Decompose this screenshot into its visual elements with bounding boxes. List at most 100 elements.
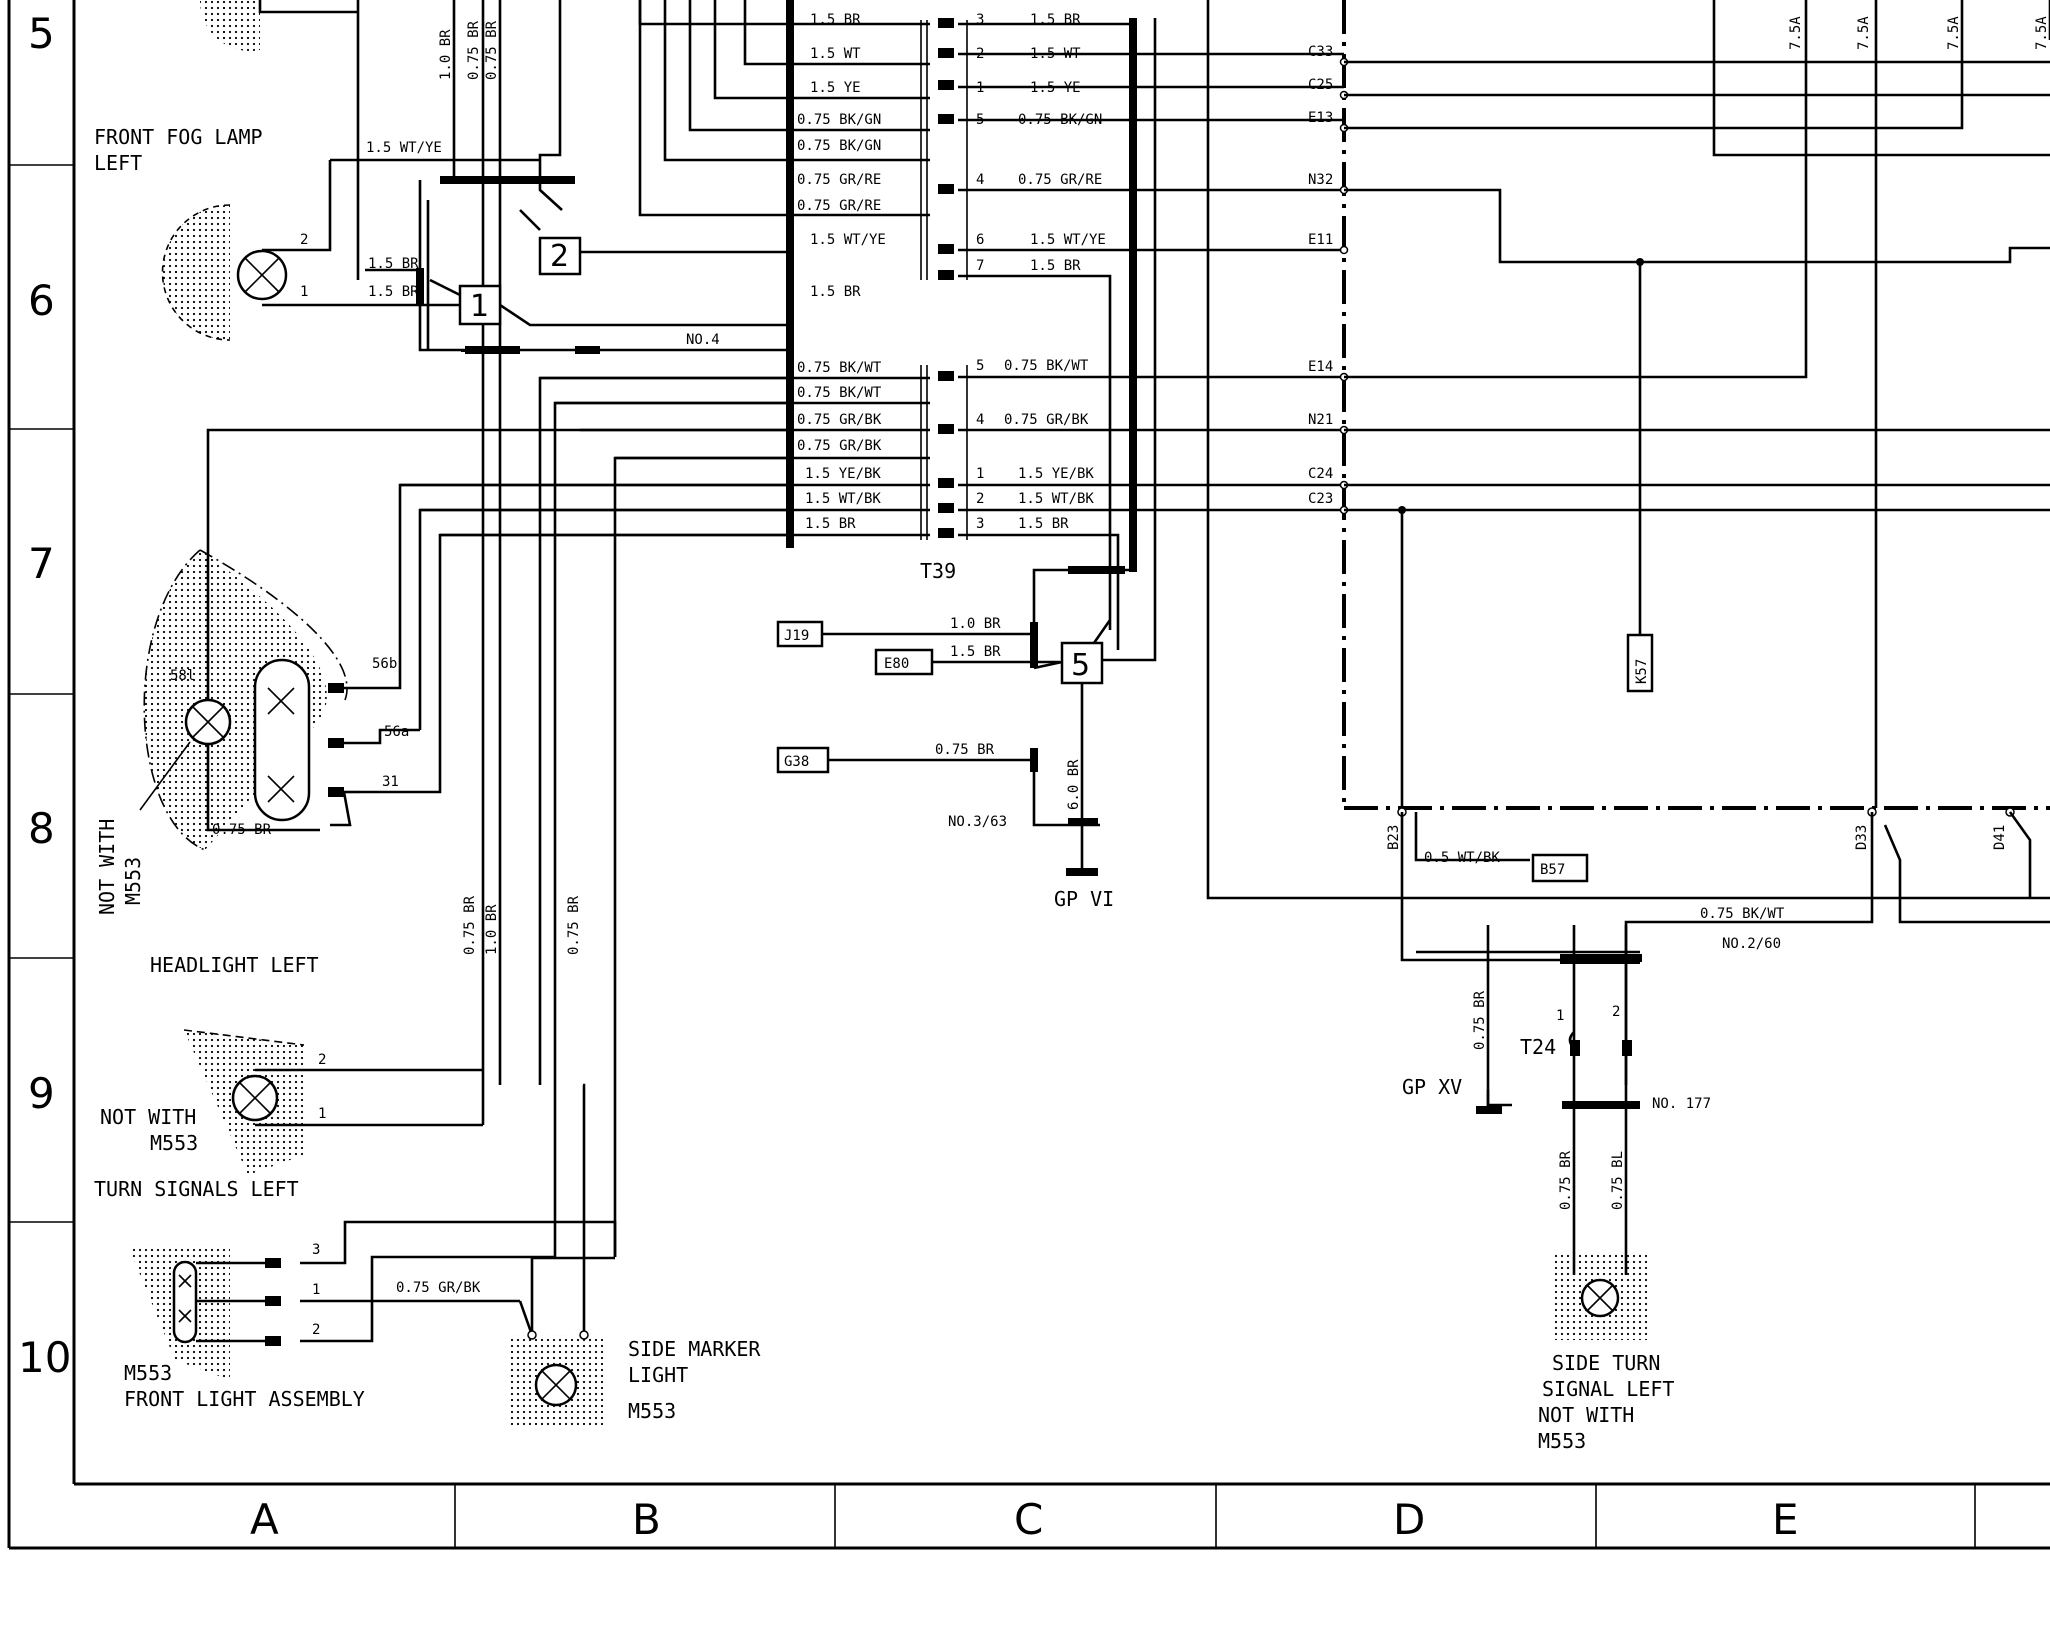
headlight-feed-wires — [206, 350, 790, 1257]
pin-number: 2 — [1612, 1004, 1620, 1020]
ground-label: NO. 177 — [1652, 1096, 1711, 1112]
assembly-line: FRONT LIGHT ASSEMBLY — [124, 1387, 365, 1411]
row-labels: 5 6 7 8 9 10 — [18, 9, 71, 1382]
splices-1-2: 2 1 NO.4 1.5 BR 1.5 BR — [262, 180, 790, 352]
pin-number: 1 — [312, 1282, 320, 1298]
wire-label: 1.5 BR — [368, 284, 419, 300]
terminal-label: E14 — [1308, 359, 1333, 375]
side-marker-line: SIDE MARKER — [628, 1337, 761, 1361]
headlight-note-line: NOT WITH — [95, 819, 119, 915]
wire-label: 0.75 BR — [466, 20, 482, 80]
pin-number: 2 — [976, 491, 984, 507]
wire-label: 0.75 BR — [566, 895, 582, 955]
wire-label: 0.75 GR/BK — [1004, 412, 1089, 428]
pin-number: 3 — [312, 1242, 320, 1258]
wire-label: 1.5 WT/YE — [810, 232, 886, 248]
pin-label: 56b — [372, 656, 397, 672]
connector-t24: T24 1 2 NO. 177 0.75 BR GP XV 0.75 BR 0.… — [1402, 925, 1711, 1275]
t24-label: T24 — [1520, 1035, 1556, 1059]
splice-1-label: 1 — [470, 289, 489, 324]
side-turn-line: NOT WITH — [1538, 1403, 1634, 1427]
wire-label: 1.5 WT/BK — [1018, 491, 1094, 507]
pin-number: 4 — [976, 412, 984, 428]
terminal-label: C25 — [1308, 77, 1333, 93]
wire-label: 1.5 WT — [810, 46, 861, 62]
control-unit-internal-wiring — [1206, 0, 2050, 900]
splice-2-label: 2 — [550, 239, 569, 274]
wire-label: 1.5 WT/YE — [1030, 232, 1106, 248]
wire-label: 0.5 WT/BK — [1424, 850, 1500, 866]
ground-label: NO.3/63 — [948, 814, 1007, 830]
fuse-label: 7.5A — [1946, 16, 1962, 50]
column-label: C — [1014, 1495, 1043, 1544]
wire-label: 1.5 BR — [1030, 12, 1081, 28]
wire-label: 0.75 GR/RE — [797, 198, 881, 214]
wire-label: 1.5 BR — [1030, 258, 1081, 274]
wire-label: 0.75 BR — [935, 742, 995, 758]
control-unit-boundary — [1342, 0, 2050, 810]
wire-label: 0.75 BK/GN — [797, 138, 881, 154]
pin-number: 2 — [318, 1052, 326, 1068]
splice-5-label: 5 — [1071, 648, 1090, 683]
wire-label: 1.0 BR — [438, 29, 454, 80]
pin-number: 5 — [976, 112, 984, 128]
row-label: 5 — [28, 9, 55, 58]
wire-label: 0.75 BK/WT — [797, 360, 882, 376]
b57-label: B57 — [1540, 862, 1565, 878]
side-turn-line: SIDE TURN — [1552, 1351, 1660, 1375]
wire-label: 1.5 BR — [950, 644, 1001, 660]
gp6-label: GP VI — [1054, 887, 1114, 911]
pin-label: 56a — [384, 724, 409, 740]
t39-upper-rows — [638, 0, 1344, 630]
wire-label: 1.5 BR — [805, 516, 856, 532]
headlight-label: HEADLIGHT LEFT — [150, 953, 319, 977]
turn-signals-left: 2 1 NOT WITH M553 TURN SIGNALS LEFT — [94, 1029, 483, 1201]
side-marker-line: M553 — [628, 1399, 676, 1423]
side-marker-light: SIDE MARKER LIGHT M553 — [510, 1083, 761, 1425]
column-label: D — [1393, 1495, 1425, 1544]
pin-number: 1 — [1556, 1008, 1564, 1024]
side-turn-signal-left: SIDE TURN SIGNAL LEFT NOT WITH M553 — [1538, 1252, 1674, 1453]
row-label: 7 — [28, 539, 55, 588]
row-label: 8 — [28, 804, 55, 853]
wire-label: 0.75 BK/WT — [1004, 358, 1089, 374]
row-label: 9 — [28, 1069, 55, 1118]
side-marker-line: LIGHT — [628, 1363, 688, 1387]
wire-label: 0.75 BK/WT — [797, 385, 882, 401]
wire-label: 0.75 BR — [212, 822, 272, 838]
wire-label: 0.75 BR — [1558, 1150, 1574, 1210]
wire-label: 1.5 BR — [810, 12, 861, 28]
wire-label: 1.5 YE/BK — [1018, 466, 1094, 482]
wire-label: 1.5 WT — [1030, 46, 1081, 62]
wire-label: 0.75 GR/BK — [396, 1280, 481, 1296]
terminal-label: N21 — [1308, 412, 1333, 428]
turn-note-line: NOT WITH — [100, 1105, 196, 1129]
pin-label: 58l — [170, 668, 195, 684]
wire-label: 0.75 BR — [484, 20, 500, 80]
terminal-label: C33 — [1308, 44, 1333, 60]
wire-label: 1.5 YE/BK — [805, 466, 881, 482]
fuse-label: 7.5A — [1788, 16, 1804, 50]
wire-label: 0.75 BK/GN — [797, 112, 881, 128]
g38-label: G38 — [784, 754, 809, 770]
headlight-note-line: M553 — [121, 857, 145, 905]
column-label: B — [632, 1495, 661, 1544]
wire-label: 1.5 YE — [810, 80, 861, 96]
pin-number: 2 — [976, 46, 984, 62]
row-label: 10 — [18, 1333, 71, 1382]
pin-number: 5 — [976, 358, 984, 374]
pin-number: 1 — [976, 80, 984, 96]
pin-number: 3 — [976, 12, 984, 28]
pin-number: 6 — [976, 232, 984, 248]
fuse-label: 7.5A — [2034, 16, 2050, 50]
j19-label: J19 — [784, 628, 809, 644]
wire-label: 1.5 WT/YE — [366, 140, 442, 156]
assembly-line: M553 — [124, 1361, 172, 1385]
drawing-frame — [7, 0, 2050, 1550]
fuses: 7.5A 7.5A 7.5A 7.5A — [1788, 16, 2050, 50]
wire-label: 1.5 YE — [1030, 80, 1081, 96]
control-unit-terminals: C33 C25 E13 N32 E11 E14 N21 C24 C23 — [1308, 44, 1349, 515]
turn-note-line: M553 — [150, 1131, 198, 1155]
turn-signals-label: TURN SIGNALS LEFT — [94, 1177, 299, 1201]
